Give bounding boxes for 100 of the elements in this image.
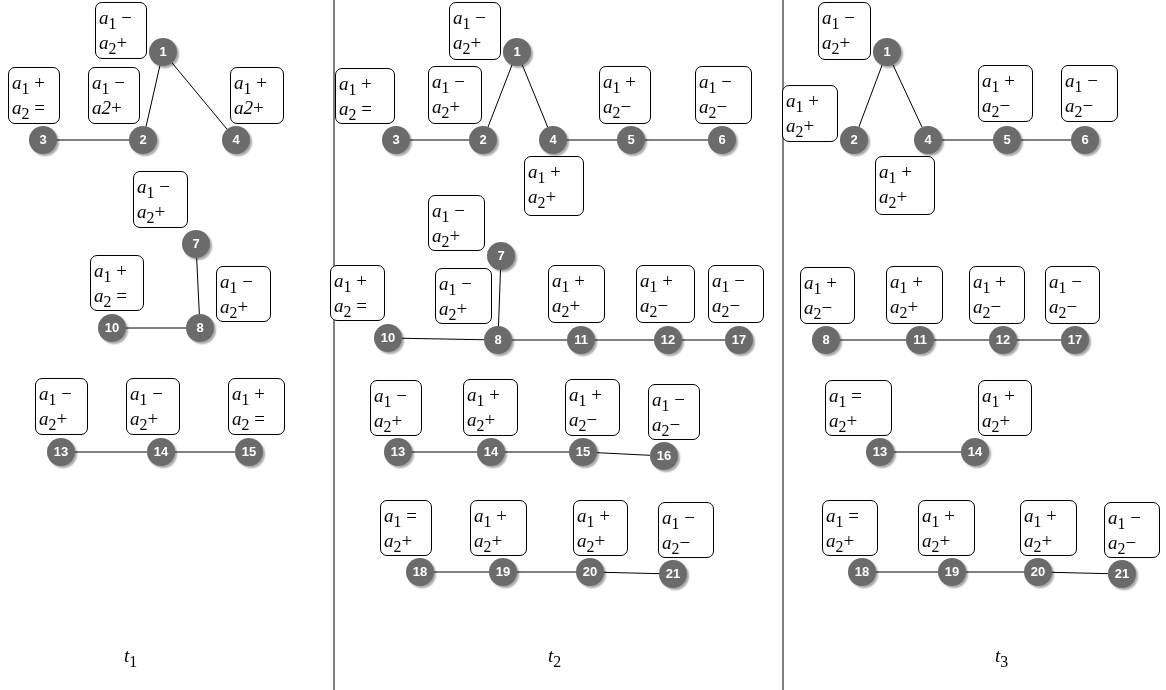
value-text: a$_{1}$ +	[603, 70, 636, 94]
value-text: a$_{2}$ =	[334, 294, 367, 318]
value-box	[1020, 500, 1077, 556]
connector-line	[892, 64, 923, 128]
value-text: a$_{2}$+	[922, 529, 951, 553]
value-text: a$_{2}$+	[99, 31, 128, 55]
value-text: a$_{2}$−	[982, 94, 1011, 118]
value-box	[800, 267, 855, 324]
value-box	[330, 265, 385, 321]
value-text: a$_{2}$+	[439, 297, 468, 321]
numbered-circle: 21	[1108, 560, 1136, 588]
value-text: a$_{1}$ +	[982, 69, 1015, 93]
value-box	[548, 265, 605, 323]
value-text: a$_{2}$−	[699, 95, 728, 119]
numbered-circle: 13	[47, 438, 75, 466]
value-box	[88, 67, 140, 124]
connector-line	[941, 139, 994, 141]
connector-line	[566, 139, 618, 141]
connector-line	[145, 65, 161, 127]
numbered-circle: 4	[539, 126, 567, 154]
value-text: a$_{1}$ −	[1108, 506, 1141, 530]
numbered-circle: 19	[938, 558, 966, 586]
value-text: a$_{2}$+	[552, 294, 581, 318]
connector-line	[596, 452, 651, 456]
connector-line	[594, 339, 655, 341]
numbered-circle: 13	[384, 438, 412, 466]
numbered-circle: 1	[149, 38, 177, 66]
value-text: a$_{1}$ =	[829, 384, 862, 408]
value-text: a$_{1}$ −	[137, 175, 170, 199]
numbered-circle: 2	[840, 126, 868, 154]
value-text: a$_{2}$−	[640, 294, 669, 318]
value-text: a$_{1}$ −	[822, 6, 855, 30]
value-text: a$_{2}$+	[39, 407, 68, 431]
connector-line	[487, 64, 513, 128]
value-text: a$_{2}$+	[432, 95, 461, 119]
numbered-circle: 11	[567, 326, 595, 354]
value-text: a$_{1}$ −	[220, 270, 253, 294]
value-text: a$_{1}$ +	[982, 384, 1015, 408]
value-box	[470, 500, 527, 556]
value-text: a$_{1}$ +	[973, 270, 1006, 294]
value-box	[818, 2, 871, 60]
value-text: a$_{1}$ +	[890, 270, 923, 294]
numbered-circle: 20	[576, 558, 604, 586]
value-text: a$_{2}$+	[1024, 529, 1053, 553]
connector-line	[681, 339, 726, 341]
value-text: a$_{2}$−	[1065, 94, 1094, 118]
value-text: a$_{1}$ +	[232, 382, 265, 406]
value-text: a$_{1}$ −	[432, 70, 465, 94]
numbered-circle: 8	[186, 314, 214, 342]
numbered-circle: 11	[906, 326, 934, 354]
numbered-circle: 4	[222, 126, 250, 154]
value-box	[658, 502, 714, 558]
connector-line	[839, 339, 907, 341]
value-text: a$_{2}$+	[890, 295, 919, 319]
value-text: a$_{2}$+	[528, 185, 557, 209]
numbered-circle: 7	[487, 242, 515, 270]
value-text: a$_{1}$ −	[130, 382, 163, 406]
connector-line	[603, 571, 660, 575]
numbered-circle: 2	[129, 126, 157, 154]
value-text: a$_{2}$+	[786, 114, 815, 138]
value-text: a$_{1}$ +	[879, 160, 912, 184]
value-text: a$_{1}$ +	[552, 269, 585, 293]
value-text: a$_{1}$ −	[39, 382, 72, 406]
value-text: a$_{2}$−	[662, 531, 691, 555]
connector-line	[1051, 571, 1109, 575]
value-text: a$_{1}$ −	[1065, 69, 1098, 93]
value-text: a$_{1}$ +	[12, 71, 45, 95]
value-text: a$_{1}$ −	[432, 199, 465, 223]
value-box	[599, 66, 651, 124]
numbered-circle: 18	[848, 558, 876, 586]
value-text: a$_{1}$ −	[662, 506, 695, 530]
numbered-circle: 3	[29, 126, 57, 154]
connector-line	[521, 64, 549, 128]
connector-line	[858, 64, 883, 128]
value-text: a$_{1}$ −	[1049, 270, 1082, 294]
value-text: a$_{2}$+	[829, 409, 858, 433]
value-text: a$_{1}$ +	[339, 72, 372, 96]
value-text: a$_{1}$ −	[712, 269, 745, 293]
connector-line	[1016, 339, 1062, 341]
value-text: a$_{1}$ −	[652, 388, 685, 412]
value-text: a$_{2}$+	[879, 185, 908, 209]
connector-line	[174, 451, 236, 453]
value-box	[435, 268, 492, 324]
connector-line	[893, 451, 962, 453]
connector-line	[196, 257, 200, 315]
connector-line	[433, 571, 490, 573]
value-box	[648, 384, 700, 440]
numbered-circle: 10	[374, 324, 402, 352]
value-text: a$_{2}$+	[130, 407, 159, 431]
numbered-circle: 7	[182, 230, 210, 258]
numbered-circle: 13	[866, 438, 894, 466]
value-text: a$_{2}$−	[652, 413, 681, 437]
value-text: a$_{2}$+	[374, 409, 403, 433]
value-text: a$_{2}$−	[804, 296, 833, 320]
value-text: a$_{2}$ =	[339, 97, 372, 121]
value-text: a$_{1}$ −	[92, 71, 125, 95]
value-box	[825, 380, 892, 436]
value-box	[1104, 502, 1160, 558]
value-text: a$_{1}$ +	[577, 504, 610, 528]
value-text: a$_{2}$+	[982, 409, 1011, 433]
